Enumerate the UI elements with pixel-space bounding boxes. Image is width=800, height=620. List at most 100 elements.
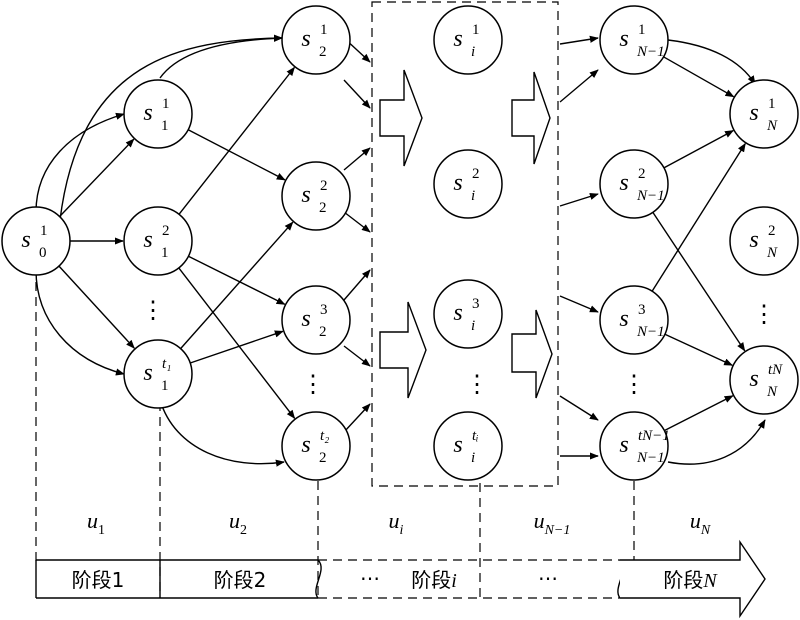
stage-bar: 阶段1 阶段2 ⋯ 阶段i ⋯ 阶段N [35,539,766,619]
node-superscript: 2 [472,166,480,182]
node-superscript: 2 [320,178,328,194]
node-base: s [143,360,152,386]
node-subscript: 1 [161,378,169,394]
node-superscript: 1 [320,22,328,38]
node-circle [599,285,669,355]
edges-straight [58,56,746,432]
node-base: s [301,26,310,52]
ellipsis-stageN1: ⋮ [622,372,646,398]
edge-s1_2-s2_t2 [178,267,296,420]
edge-s0-s2-1 [59,34,283,221]
node-circle [281,161,351,231]
edge-s1_1-s2_2 [187,129,286,181]
edge-s1-1-s2-1 [159,34,283,79]
node-circle [729,345,799,415]
ellipsis-stageN: ⋮ [752,302,776,328]
node-base: s [453,432,462,458]
edge-s0-s1-1 [35,112,125,213]
stage-N-label: 阶段N [663,568,718,592]
ellipsis-stage-i: ⋮ [465,372,489,398]
decision-u-2: u2 [229,508,247,538]
node-base: s [301,182,310,208]
stage-ellipsis-right: ⋯ [538,568,558,590]
edge-s0_1-s1_1 [59,138,135,217]
edge-sN1_3-sN_1 [651,142,746,292]
node-superscript: tN [768,362,783,378]
node-subscript: 0 [39,245,47,261]
node-circle [123,79,193,149]
node-subscript: 2 [319,450,327,466]
decision-u-3: ui [389,508,404,538]
node-subscript: 1 [161,245,169,261]
edge-sN1-1-sN-1-arc [667,39,756,85]
edge-sN1_1-sN_1 [663,56,735,98]
ellipsis-stage2: ⋮ [301,372,325,398]
node-circle [281,411,351,481]
node-circle [123,339,193,409]
node-base: s [619,306,628,332]
node-subscript: 1 [161,118,169,134]
edges [35,34,766,467]
node-circle [433,149,503,219]
stage-ellipsis-left: ⋯ [360,568,380,590]
node-circle [729,79,799,149]
node-base: s [143,227,152,253]
block-arrow-2 [511,71,551,165]
node-subscript: N [766,245,778,261]
node-base: s [749,227,758,253]
node-circle [599,411,669,481]
node-circle [1,206,71,276]
node-base: s [453,26,462,52]
node-superscript: 2 [768,223,776,239]
node-circle [433,5,503,75]
node-base: s [749,366,758,392]
stage-bar-arrowhead [620,539,766,619]
edge-s1-t1-s2-t2-curve [159,399,285,467]
edge-s1_2-s2_1 [178,66,295,215]
block-arrow-1 [379,69,423,167]
decision-u-4: uN−1 [534,508,571,538]
stage-i-label: 阶段i [411,568,457,592]
node-circle [281,5,351,75]
node-circle [433,279,503,349]
node-subscript: N−1 [636,188,665,204]
node-circle [599,5,669,75]
stage-1-label: 阶段1 [72,568,125,592]
node-base: s [453,170,462,196]
block-arrow-4 [511,309,553,399]
node-base: s [301,432,310,458]
edge-s1_t1-s2_2 [180,221,294,350]
decision-u-5: uN [690,508,711,538]
node-circle [599,149,669,219]
node-circle [729,206,799,276]
node-base: s [21,227,30,253]
ellipsis-stage1: ⋮ [141,298,165,324]
node-subscript: i [471,44,475,60]
edge-sN1_t-sN_t [663,395,734,432]
node-base: s [749,100,758,126]
